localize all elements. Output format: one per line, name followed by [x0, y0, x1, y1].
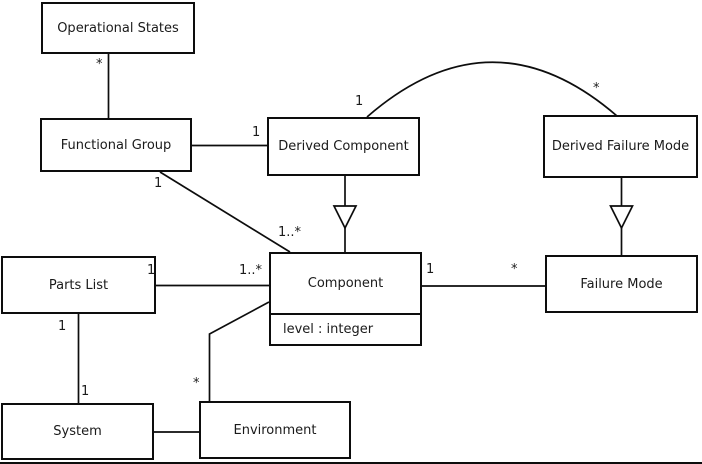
mult-parts-list-bottom-end: 1	[58, 319, 67, 334]
class-system-name: System	[53, 424, 102, 439]
mult-derived-component-end: 1	[252, 125, 261, 140]
class-operational-states-name: Operational States	[57, 20, 179, 36]
assoc-derived-component-derived-failure-mode	[366, 61, 618, 118]
class-parts-list-name: Parts List	[48, 277, 109, 293]
class-environment-name: Environment	[233, 422, 317, 438]
mult-arc-derived-component-end: 1	[355, 94, 364, 109]
class-functional-group-name: Functional Group	[60, 137, 172, 153]
class-operational-states: Operational States	[41, 2, 195, 54]
class-environment: Environment	[199, 401, 351, 459]
generalization-triangle-icon	[609, 205, 634, 230]
class-derived-failure-mode: Derived Failure Mode	[543, 115, 698, 178]
mult-system-top-end: 1	[81, 384, 90, 399]
mult-component-end-diagonal: 1..*	[278, 225, 302, 240]
class-derived-component: Derived Component	[267, 117, 420, 176]
class-parts-list: Parts List	[1, 256, 156, 314]
class-component-attribute: level : integer	[283, 322, 374, 337]
class-failure-mode: Failure Mode	[545, 255, 698, 313]
class-failure-mode-name: Failure Mode	[580, 276, 663, 292]
mult-parts-list-right-end: 1	[147, 263, 156, 278]
page-bottom-border	[0, 462, 702, 464]
assoc-functional-group-component	[159, 171, 291, 253]
mult-component-left-end: 1..*	[239, 263, 263, 278]
class-component-name: Component	[271, 254, 420, 315]
mult-operational-states-end: *	[96, 57, 103, 72]
mult-functional-group-end: 1	[154, 176, 163, 191]
generalization-triangle-icon	[332, 205, 358, 230]
mult-component-right-end: 1	[426, 262, 435, 277]
class-system: System	[1, 403, 154, 460]
mult-arc-derived-failure-mode-end: *	[593, 81, 600, 96]
class-derived-component-name: Derived Component	[278, 139, 409, 154]
mult-environment-top-end: *	[193, 376, 200, 391]
class-functional-group: Functional Group	[40, 118, 192, 172]
mult-failure-mode-left-end: *	[511, 262, 518, 277]
assoc-component-environment	[208, 301, 270, 401]
class-derived-failure-mode-name: Derived Failure Mode	[551, 139, 690, 154]
class-component: Component level : integer	[269, 252, 422, 346]
